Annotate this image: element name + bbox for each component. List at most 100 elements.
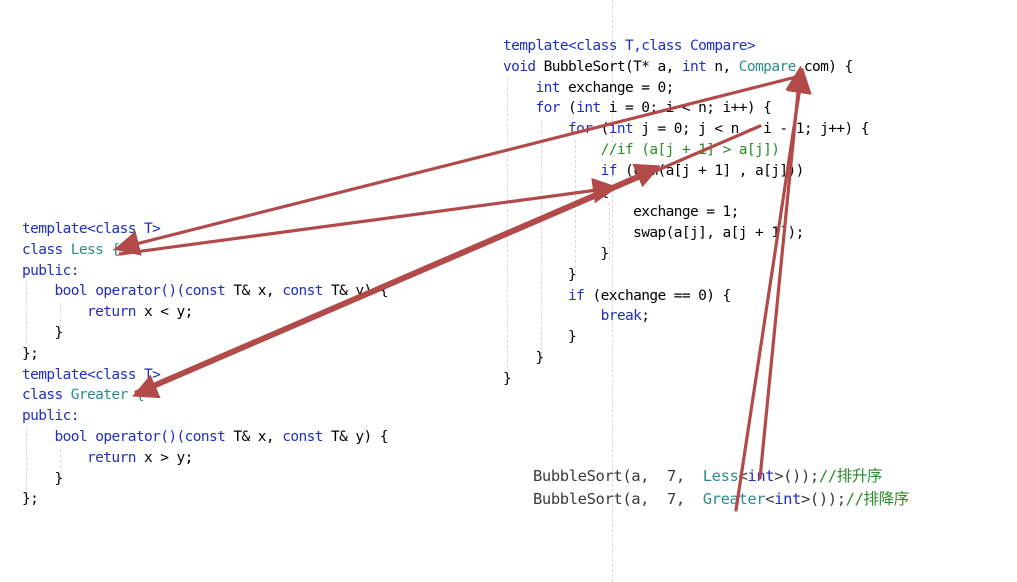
code-line: } [22, 323, 388, 344]
code-token: Compare [738, 58, 797, 75]
code-token: } [22, 470, 64, 487]
code-token: <class T,class Compare> [568, 38, 756, 54]
code-line: } [22, 469, 388, 490]
code-line: } [503, 265, 869, 286]
code-token: const [184, 428, 226, 445]
code-line: } [503, 369, 869, 390]
indent-guide [507, 78, 508, 368]
code-line: if (exchange == 0) { [503, 286, 869, 307]
code-token: com) { [795, 58, 853, 75]
code-token: } [503, 329, 577, 346]
code-token: template [22, 221, 88, 237]
code-token: void [503, 58, 536, 75]
code-line: }; [22, 489, 388, 510]
code-token: return [87, 449, 136, 466]
code-token: BubbleSort(T* a, [535, 58, 682, 75]
code-token: Less [702, 467, 739, 485]
code-token: operator()( [87, 283, 185, 300]
code-line: return x < y; [22, 302, 388, 323]
indent-guide [575, 140, 576, 278]
code-token: bool [54, 428, 88, 445]
code-token: int [576, 100, 601, 117]
code-token: if [568, 287, 585, 304]
code-token: x < y; [135, 304, 193, 321]
code-line: class Greater { [22, 385, 388, 406]
code-token: ( [559, 100, 577, 117]
code-token: int [535, 79, 561, 96]
code-line: template<class T,class Compare> [503, 36, 869, 57]
code-line: } [503, 348, 869, 369]
center-separator [612, 0, 613, 582]
code-token: T& x, [225, 428, 283, 445]
code-token: int [681, 58, 707, 75]
code-token: bool [54, 283, 88, 300]
code-token: //排升序 [818, 467, 883, 485]
code-token: template [503, 38, 569, 54]
arrow-compare-to-less [113, 74, 802, 256]
code-token: //if (a[j + 1] > a[j]) [600, 141, 780, 158]
code-token: < [765, 490, 775, 508]
code-token: ; [641, 308, 650, 325]
code-token: operator()( [87, 428, 185, 445]
code-token: ( [592, 121, 610, 138]
code-token: } [503, 245, 610, 262]
code-token: public: [22, 408, 80, 425]
code-token: int [774, 490, 801, 508]
code-token: int [608, 121, 634, 138]
code-token: template [22, 366, 88, 383]
code-token: public: [22, 262, 80, 279]
code-token: BubbleSort(a, 7, [533, 490, 703, 508]
indent-guide [26, 282, 27, 354]
code-line: public: [22, 261, 388, 282]
code-line: BubbleSort(a, 7, Less<int>());//排升序 [533, 465, 909, 488]
indent-guide [60, 449, 61, 479]
code-line: public: [22, 406, 388, 427]
indent-guide [541, 120, 542, 360]
code-token: const [184, 283, 226, 300]
code-token: class [22, 241, 63, 258]
code-token: T& y) { [322, 428, 389, 445]
code-token: T& x, [225, 283, 283, 300]
code-token: break [600, 308, 642, 325]
code-token: //排降序 [845, 490, 910, 508]
code-token: n, [706, 58, 739, 75]
code-token: const [282, 428, 323, 445]
code-line: //if (a[j + 1] > a[j]) [503, 140, 869, 161]
code-line: break; [503, 306, 869, 327]
code-line: } [503, 244, 869, 265]
code-token: Greater [702, 490, 766, 508]
code-token: exchange = 1; [503, 204, 739, 221]
code-token: } [503, 370, 512, 387]
arrow-compare-to-greater [132, 124, 762, 399]
code-token: exchange = 0; [559, 79, 674, 96]
code-token: } [22, 324, 64, 341]
code-line: exchange = 1; [503, 202, 869, 223]
indent-guide [60, 303, 61, 333]
code-line: }; [22, 344, 388, 365]
code-line: BubbleSort(a, 7, Greater<int>());//排降序 [533, 488, 909, 511]
code-line: for (int i = 0; i < n; i++) { [503, 98, 869, 119]
code-line: int exchange = 0; [503, 78, 869, 99]
code-line: } [503, 327, 869, 348]
code-token: >()); [774, 467, 819, 485]
code-token: BubbleSort(a, 7, [533, 467, 703, 485]
code-token: class [22, 387, 63, 404]
code-line: void BubbleSort(T* a, int n, Compare com… [503, 57, 869, 78]
code-token: const [282, 283, 323, 300]
code-token: < [738, 467, 748, 485]
arrow-less-to-com-call [118, 177, 619, 256]
code-token: return [87, 304, 136, 321]
code-token: } [503, 349, 545, 366]
code-token: } [503, 266, 577, 283]
code-token: >()); [800, 490, 846, 508]
code-line: return x > y; [22, 448, 388, 469]
indent-guide [26, 428, 27, 500]
indent-guide [609, 203, 610, 259]
code-token: }; [22, 491, 39, 508]
arrow-greater-to-com-call [134, 163, 661, 394]
code-line: bool operator()(const T& x, const T& y) … [22, 281, 389, 302]
code-token: if [600, 162, 618, 179]
code-token: x > y; [135, 449, 193, 466]
